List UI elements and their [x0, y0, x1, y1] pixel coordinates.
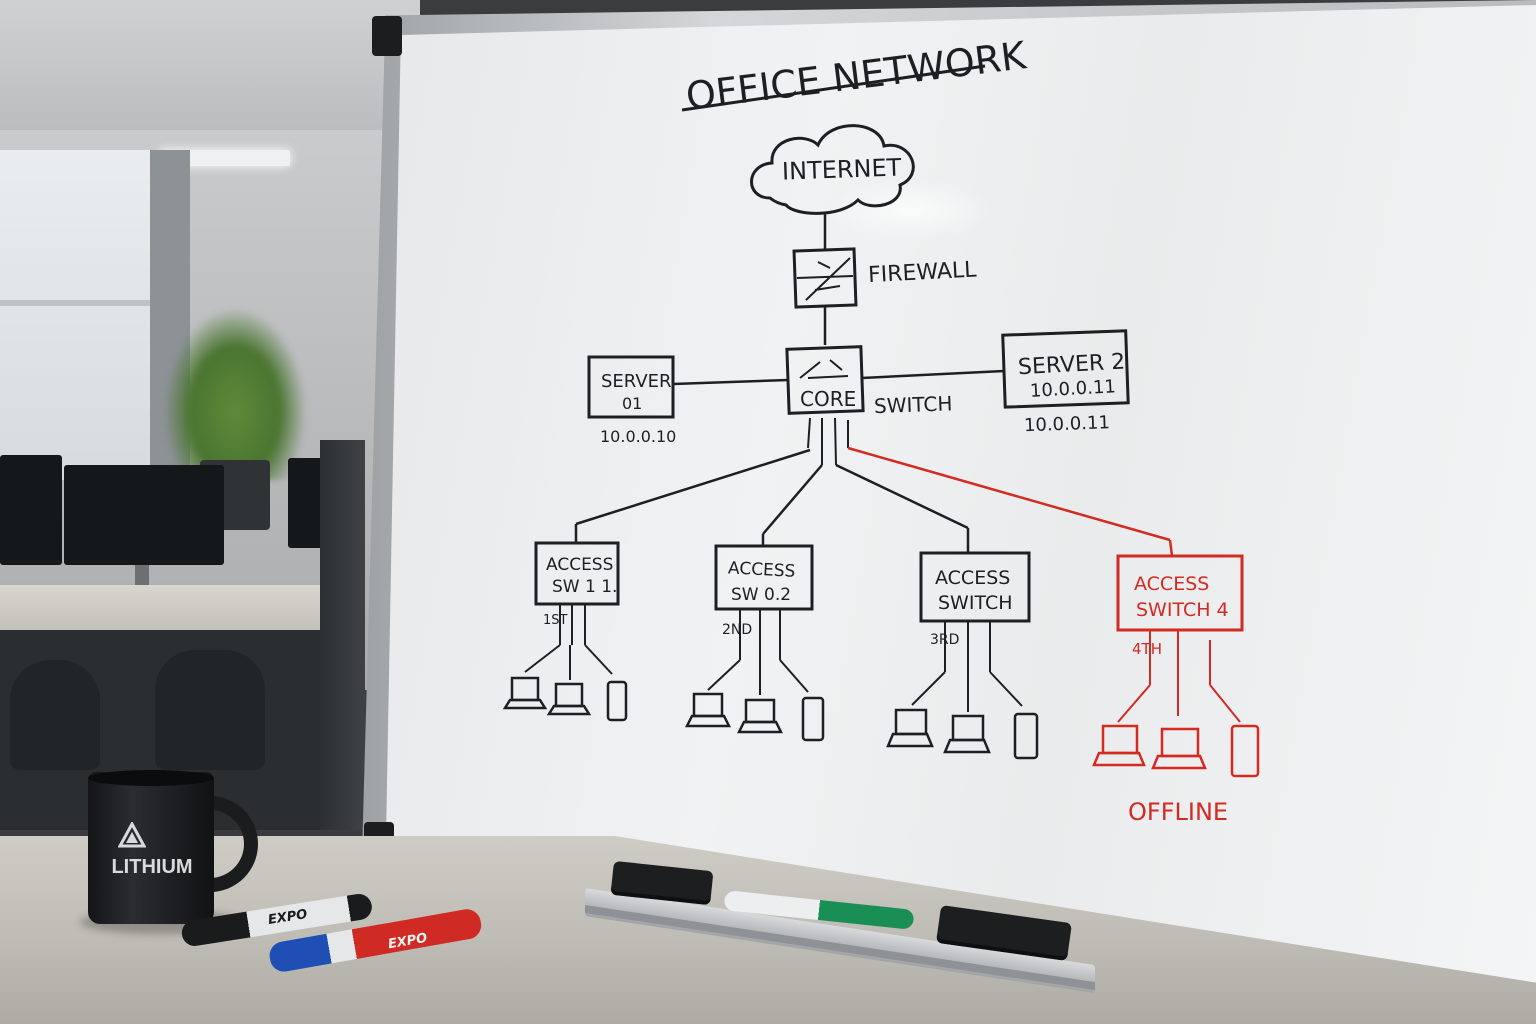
whiteboard-surface — [385, 5, 1536, 990]
link-server1-core — [672, 378, 789, 386]
access-3-line1: ACCESS — [935, 567, 1010, 589]
laptop-icon — [502, 676, 548, 710]
access-switch-4-box — [1116, 554, 1244, 632]
core-switch-box — [785, 345, 865, 415]
ceiling-light — [160, 150, 290, 166]
server-2-line1: SERVER 2 — [1017, 350, 1125, 381]
background-desk — [0, 585, 320, 630]
access-switch-3-box — [919, 551, 1031, 623]
link-core-access4-drop — [1168, 539, 1174, 557]
laptop-icon — [886, 708, 934, 748]
firewall-icon — [796, 257, 854, 301]
server-01-box — [587, 355, 675, 419]
access-1-line1: ACCESS — [546, 555, 613, 575]
access-3-device-links — [911, 621, 1023, 712]
server-01-ip: 10.0.0.10 — [600, 427, 676, 446]
cubicle-partition — [320, 440, 365, 860]
laptop-icon — [546, 682, 592, 716]
access-3-line2: SWITCH — [938, 592, 1013, 614]
laptop-icon — [736, 698, 784, 734]
access-2-line1: ACCESS — [728, 558, 796, 582]
core-label: CORE — [800, 387, 856, 411]
diagram-title: OFFICE NETWORK — [684, 33, 1030, 118]
access-4-device-links — [1117, 630, 1241, 723]
access-switch-2-box — [714, 544, 814, 611]
triangle-logo-icon — [118, 822, 146, 848]
server-2-ip: 10.0.0.11 — [1024, 412, 1111, 436]
access-4-floor: 4TH — [1132, 640, 1162, 658]
plant-leaves — [165, 310, 305, 480]
access-4-line2: SWITCH 4 — [1136, 599, 1229, 621]
core-uplink-bundle — [807, 417, 849, 466]
internet-cloud-icon — [750, 124, 915, 215]
background-monitor — [0, 455, 62, 565]
link-core-access1 — [575, 448, 811, 526]
frame-corner-cap — [372, 16, 402, 56]
link-core-access3 — [835, 463, 969, 530]
access-4-line1: ACCESS — [1134, 573, 1209, 595]
server-2-line2: 10.0.0.11 — [1029, 376, 1116, 401]
monitor-stand — [135, 565, 149, 591]
switch-icon — [799, 359, 849, 379]
link-core-server2 — [861, 369, 1005, 380]
title-underline — [681, 64, 986, 112]
laptop-icon — [1092, 724, 1146, 767]
access-1-device-links — [524, 604, 613, 680]
laptop-icon — [943, 714, 991, 754]
phone-icon — [1013, 712, 1039, 760]
office-chair — [10, 660, 100, 770]
access-1-line2: SW 1 1. — [552, 577, 617, 597]
window-mullion — [0, 300, 150, 306]
link-core-access4 — [847, 446, 1171, 542]
access-switch-1-box — [534, 541, 620, 606]
office-chair — [155, 650, 265, 770]
firewall-box — [792, 247, 858, 309]
access-1-floor: 1ST — [543, 613, 568, 628]
mug-brand-text: LITHIUM — [111, 856, 193, 878]
access-2-device-links — [707, 609, 809, 695]
switch-label: SWITCH — [874, 391, 953, 418]
ceiling — [0, 0, 420, 140]
offline-label: OFFLINE — [1128, 798, 1228, 826]
link-core-access2 — [762, 464, 823, 535]
access-2-floor: 2ND — [722, 622, 752, 638]
phone-icon — [606, 680, 628, 722]
mug-rim — [88, 770, 214, 786]
coffee-mug — [88, 772, 214, 924]
phone-icon — [1230, 724, 1260, 778]
firewall-label: FIREWALL — [867, 257, 977, 288]
laptop-icon — [1151, 727, 1207, 770]
phone-icon — [801, 696, 825, 742]
server-01-line2: 01 — [622, 394, 642, 413]
access-2-line2: SW 0.2 — [731, 585, 791, 605]
background-monitor — [64, 465, 224, 565]
internet-label: INTERNET — [782, 154, 903, 186]
server-01-line1: SERVER — [601, 371, 672, 392]
laptop-icon — [684, 692, 732, 728]
